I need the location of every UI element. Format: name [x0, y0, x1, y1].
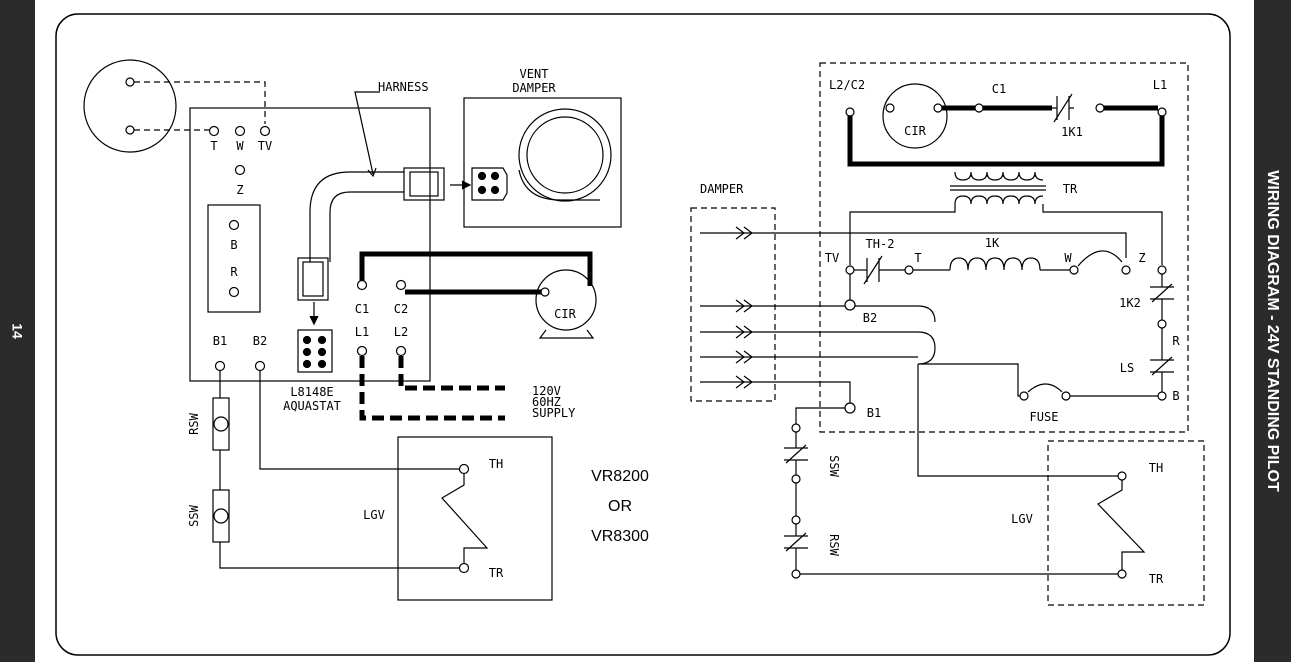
label-damper: DAMPER: [512, 81, 556, 95]
label-tr-transformer: TR: [1063, 182, 1078, 196]
label-supply: SUPPLY: [532, 406, 576, 420]
label-cir: CIR: [554, 307, 576, 321]
label-l1: L1: [355, 325, 369, 339]
label-60hz: 60HZ: [532, 395, 561, 409]
label-t-right: T: [914, 251, 921, 265]
lgv-box: [397, 436, 553, 601]
label-120v: 120V: [532, 384, 561, 398]
label-rsw-right: RSW: [827, 534, 841, 556]
valve-model-or: OR: [608, 498, 632, 515]
label-b-right: B: [1172, 389, 1179, 403]
label-b2-right: B2: [863, 311, 877, 325]
label-cir-right: CIR: [904, 124, 926, 138]
label-th-right: TH: [1149, 461, 1163, 475]
cir-motor-right: [882, 83, 948, 149]
label-z: Z: [236, 183, 243, 197]
label-tv-right: TV: [825, 251, 839, 265]
left-labels: T W TV Z B R HARNESS VENT DAMPER C1 C2 L…: [187, 67, 649, 580]
label-b1: B1: [213, 334, 227, 348]
label-b1-right: B1: [867, 406, 881, 420]
valve-model-1: VR8200: [591, 468, 649, 485]
label-tv: TV: [258, 139, 272, 153]
label-c2: C2: [394, 302, 408, 316]
label-r-right: R: [1172, 334, 1180, 348]
label-c1-right: C1: [992, 82, 1006, 96]
diagram-frame: [55, 13, 1231, 656]
label-1k: 1K: [985, 236, 1000, 250]
label-1k1: 1K1: [1061, 125, 1083, 139]
label-b2: B2: [253, 334, 267, 348]
label-ls: LS: [1120, 361, 1134, 375]
control-box: [819, 62, 1189, 433]
label-th2: TH-2: [866, 237, 895, 251]
label-1k2: 1K2: [1119, 296, 1141, 310]
label-c1: C1: [355, 302, 369, 316]
label-lgv-right: LGV: [1011, 512, 1033, 526]
vent-damper-box: [463, 97, 622, 228]
label-ssw-right: SSW: [827, 455, 841, 477]
right-diagram: [690, 62, 1205, 606]
label-harness: HARNESS: [378, 80, 429, 94]
label-tr-right: TR: [1149, 572, 1164, 586]
left-diagram: [83, 59, 622, 601]
label-damper-right: DAMPER: [700, 182, 744, 196]
right-title-strip: [1254, 0, 1291, 662]
label-fuse: FUSE: [1030, 410, 1059, 424]
label-t: T: [210, 139, 217, 153]
label-r: R: [230, 265, 238, 279]
right-labels: DAMPER L2/C2 C1 L1 CIR 1K1 TR TV TH-2 T …: [700, 78, 1180, 586]
label-b: B: [230, 238, 237, 252]
label-lgv-left: LGV: [363, 508, 385, 522]
label-tr-left: TR: [489, 566, 504, 580]
lgv-box-right: [1047, 440, 1205, 606]
label-l1-right: L1: [1153, 78, 1167, 92]
label-aquastat: AQUASTAT: [283, 399, 341, 413]
label-th-left: TH: [489, 457, 503, 471]
label-l2c2: L2/C2: [829, 78, 865, 92]
label-w-right: W: [1064, 251, 1072, 265]
circulator-motor: [535, 269, 597, 331]
aquastat-box: [189, 107, 431, 382]
left-page-strip: 14: [0, 0, 35, 662]
label-rsw-left: RSW: [187, 412, 201, 434]
label-l2: L2: [394, 325, 408, 339]
valve-model-2: VR8300: [591, 528, 649, 545]
label-w: W: [236, 139, 244, 153]
label-ssw-left: SSW: [187, 504, 201, 526]
damper-box: [690, 207, 776, 402]
label-z-right: Z: [1138, 251, 1145, 265]
label-vent: VENT: [520, 67, 549, 81]
label-aquastat-model: L8148E: [290, 385, 333, 399]
thermostat: [83, 59, 177, 153]
